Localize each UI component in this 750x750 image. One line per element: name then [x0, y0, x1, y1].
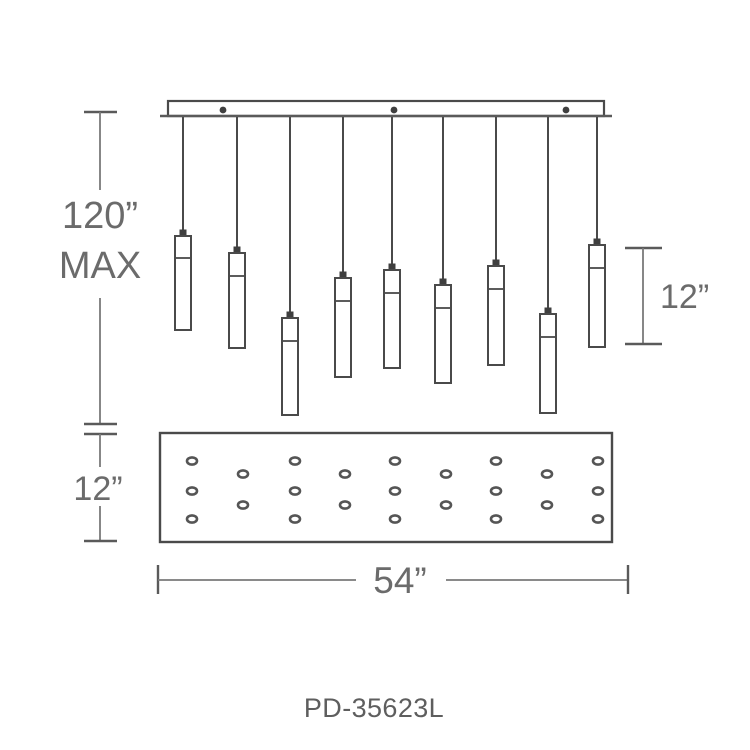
- pendant-5: [383, 117, 401, 369]
- pendant-shade: [281, 317, 299, 416]
- pendant-shade: [228, 252, 246, 349]
- pendant-3: [281, 117, 299, 416]
- pendant-7: [487, 117, 505, 366]
- dimension-plate-height: 12”: [73, 432, 123, 543]
- dimension-shade-height: 12”: [625, 246, 709, 346]
- canopy-body: [166, 99, 606, 118]
- pendant-1: [174, 117, 192, 331]
- plate-hole: [185, 514, 199, 524]
- plate-hole: [439, 500, 453, 510]
- plate-hole: [388, 486, 402, 496]
- plate-outline: [158, 431, 614, 544]
- plate-hole: [388, 456, 402, 466]
- pendant-2: [228, 117, 246, 349]
- dimension-label-shade-height: 12”: [660, 278, 709, 316]
- plate-hole: [540, 469, 554, 479]
- plate-hole: [591, 486, 605, 496]
- dimension-label-plate-height: 12”: [73, 470, 122, 508]
- canopy-mount-dot: [562, 106, 570, 114]
- plate-hole: [338, 500, 352, 510]
- plate-hole: [288, 486, 302, 496]
- plate-hole: [388, 514, 402, 524]
- pendant-8: [539, 117, 557, 414]
- plate-hole: [540, 500, 554, 510]
- plate-hole: [489, 514, 503, 524]
- pendant-shade: [539, 313, 557, 414]
- dimension-label-width: 54”: [373, 560, 426, 601]
- plate-hole: [489, 456, 503, 466]
- pendant-shade: [174, 235, 192, 331]
- canopy-mount-dot: [219, 106, 227, 114]
- pendant-9: [588, 117, 606, 348]
- pendant-shade: [487, 265, 505, 366]
- pendant-shade: [588, 244, 606, 348]
- plate-hole: [185, 486, 199, 496]
- plate-hole: [185, 456, 199, 466]
- dimension-width: 54”: [156, 560, 630, 601]
- plate-hole: [439, 469, 453, 479]
- plate-hole: [591, 456, 605, 466]
- plate-hole: [591, 514, 605, 524]
- plate-hole: [288, 456, 302, 466]
- pendant-shade: [383, 269, 401, 369]
- plate-hole: [236, 500, 250, 510]
- pendant-shade: [434, 284, 452, 384]
- footprint-plate: [158, 431, 614, 544]
- pendant-6: [434, 117, 452, 384]
- canopy-bar: [160, 99, 612, 118]
- plate-hole: [236, 469, 250, 479]
- dimension-label-height-max: 120”: [62, 195, 138, 237]
- pendant-shade: [334, 277, 352, 378]
- dimension-sublabel-max: MAX: [59, 245, 141, 287]
- plate-hole: [338, 469, 352, 479]
- canopy-mount-dot: [390, 106, 398, 114]
- dimension-height-max: 120” MAX: [59, 110, 141, 426]
- pendant-4: [334, 117, 352, 378]
- plate-hole: [489, 486, 503, 496]
- plate-hole: [288, 514, 302, 524]
- model-number-label: PD-35623L: [304, 693, 444, 723]
